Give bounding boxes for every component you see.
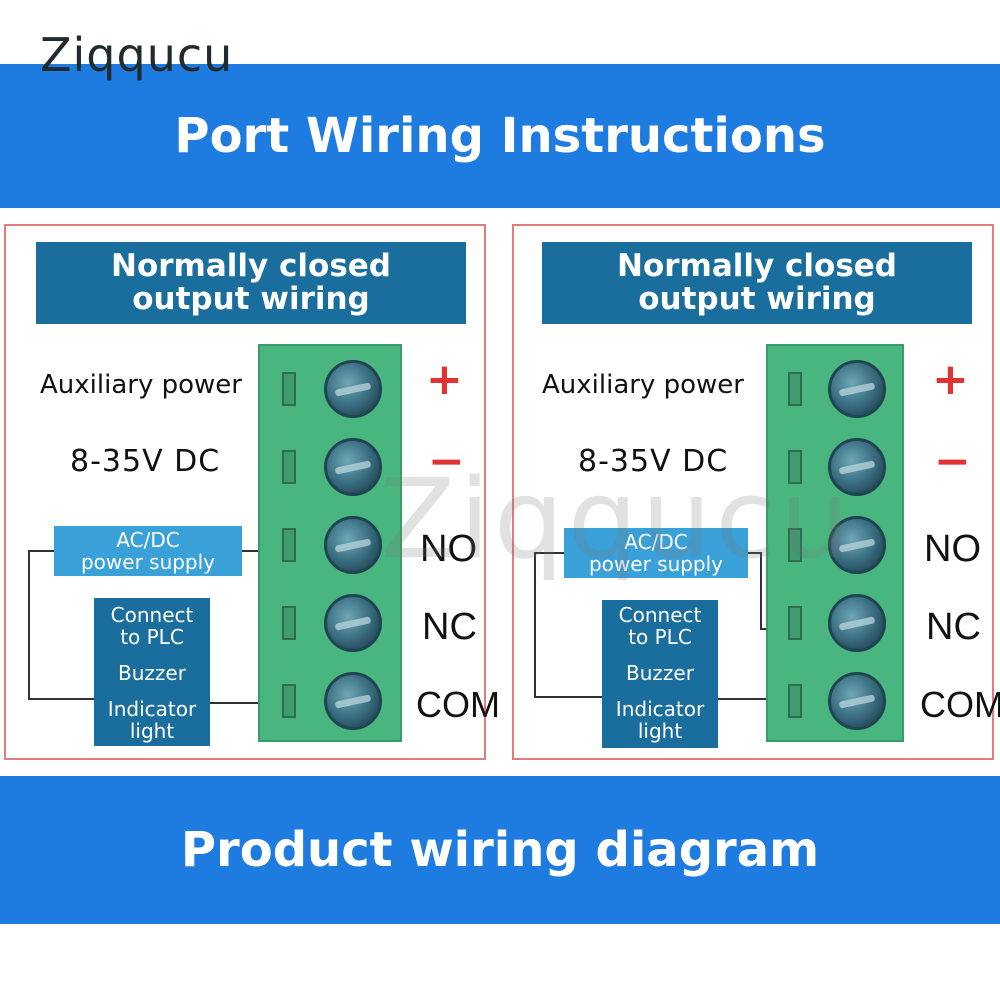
wire-to-supply bbox=[534, 552, 564, 554]
terminal-minus-label: − bbox=[428, 436, 465, 487]
wire-load-to-com bbox=[210, 702, 264, 704]
load-line: to PLC bbox=[628, 625, 692, 649]
terminal-screw-icon bbox=[324, 672, 382, 730]
load-line: Connect bbox=[110, 603, 194, 627]
terminal-nc-label: NC bbox=[422, 606, 477, 648]
top-banner-title: Port Wiring Instructions bbox=[174, 108, 826, 164]
supply-line1: AC/DC bbox=[116, 528, 180, 552]
load-line: Buzzer bbox=[626, 661, 694, 685]
terminal-screw-icon bbox=[828, 360, 886, 418]
terminal-screw-icon bbox=[324, 594, 382, 652]
terminal-slot bbox=[282, 606, 296, 640]
ac-dc-power-supply: AC/DC power supply bbox=[564, 528, 748, 578]
load-line: light bbox=[129, 719, 175, 743]
terminal-screw-icon bbox=[324, 438, 382, 496]
load-line: Indicator bbox=[107, 697, 197, 721]
panel-header-line2: output wiring bbox=[132, 281, 370, 317]
terminal-slot bbox=[788, 372, 802, 406]
wire-to-load bbox=[534, 696, 604, 698]
panel-header: Normally closed output wiring bbox=[36, 242, 466, 324]
terminal-slot bbox=[788, 450, 802, 484]
terminal-slot bbox=[788, 606, 802, 640]
load-line: to PLC bbox=[120, 625, 184, 649]
terminal-nc-label: NC bbox=[926, 606, 981, 648]
terminal-slot bbox=[282, 528, 296, 562]
auxiliary-power-label: Auxiliary power bbox=[542, 370, 744, 400]
terminal-com-label: COM bbox=[416, 684, 500, 725]
supply-line1: AC/DC bbox=[624, 530, 688, 554]
panel-header-line2: output wiring bbox=[638, 281, 876, 317]
wiring-panel-left: Normally closed output wiring Auxiliary … bbox=[4, 224, 500, 760]
panel-header-line1: Normally closed bbox=[617, 248, 897, 284]
terminal-screw-icon bbox=[324, 516, 382, 574]
voltage-label: 8-35V DC bbox=[70, 444, 221, 479]
terminal-screw-icon bbox=[828, 672, 886, 730]
wiring-panel-right: Normally closed output wiring Auxiliary … bbox=[512, 224, 1000, 760]
load-line: Connect bbox=[618, 603, 702, 627]
load-line: Indicator bbox=[615, 697, 705, 721]
auxiliary-power-label: Auxiliary power bbox=[40, 370, 242, 400]
wire-to-load bbox=[28, 698, 94, 700]
terminal-slot bbox=[282, 450, 296, 484]
terminal-no-label: NO bbox=[420, 528, 477, 570]
terminal-plus-label: + bbox=[426, 354, 463, 405]
load-line: light bbox=[637, 719, 683, 743]
voltage-label: 8-35V DC bbox=[578, 444, 729, 479]
terminal-slot bbox=[788, 528, 802, 562]
terminal-minus-label: − bbox=[934, 436, 971, 487]
terminal-block bbox=[258, 344, 402, 742]
terminal-plus-label: + bbox=[932, 354, 969, 405]
wire-to-supply bbox=[28, 550, 54, 552]
wire-supply-to-no bbox=[242, 550, 264, 552]
panel-header-line1: Normally closed bbox=[111, 248, 391, 284]
bottom-banner-title: Product wiring diagram bbox=[180, 822, 820, 878]
panel-header: Normally closed output wiring bbox=[542, 242, 972, 324]
terminal-slot bbox=[282, 684, 296, 718]
wire-left-vertical bbox=[534, 552, 536, 698]
terminal-screw-icon bbox=[828, 516, 886, 574]
top-banner: Port Wiring Instructions bbox=[0, 64, 1000, 208]
supply-line2: power supply bbox=[80, 550, 216, 574]
load-devices-box: Connect to PLC Buzzer Indicator light bbox=[602, 600, 718, 748]
brand-logo: Ziqqucu bbox=[40, 28, 234, 82]
bottom-banner: Product wiring diagram bbox=[0, 776, 1000, 924]
terminal-no-label: NO bbox=[924, 528, 981, 570]
terminal-slot bbox=[282, 372, 296, 406]
wire-supply-to-nc bbox=[748, 552, 760, 554]
terminal-screw-icon bbox=[324, 360, 382, 418]
wire-left-vertical bbox=[28, 550, 30, 700]
ac-dc-power-supply: AC/DC power supply bbox=[54, 526, 242, 576]
terminal-com-label: COM bbox=[920, 684, 1000, 725]
wire-supply-to-nc-vertical bbox=[760, 552, 762, 630]
terminal-block bbox=[766, 344, 904, 742]
load-line: Buzzer bbox=[118, 661, 186, 685]
terminal-slot bbox=[788, 684, 802, 718]
terminal-screw-icon bbox=[828, 594, 886, 652]
supply-line2: power supply bbox=[588, 552, 724, 576]
wire-load-to-com bbox=[718, 698, 772, 700]
load-devices-box: Connect to PLC Buzzer Indicator light bbox=[94, 598, 210, 746]
terminal-screw-icon bbox=[828, 438, 886, 496]
